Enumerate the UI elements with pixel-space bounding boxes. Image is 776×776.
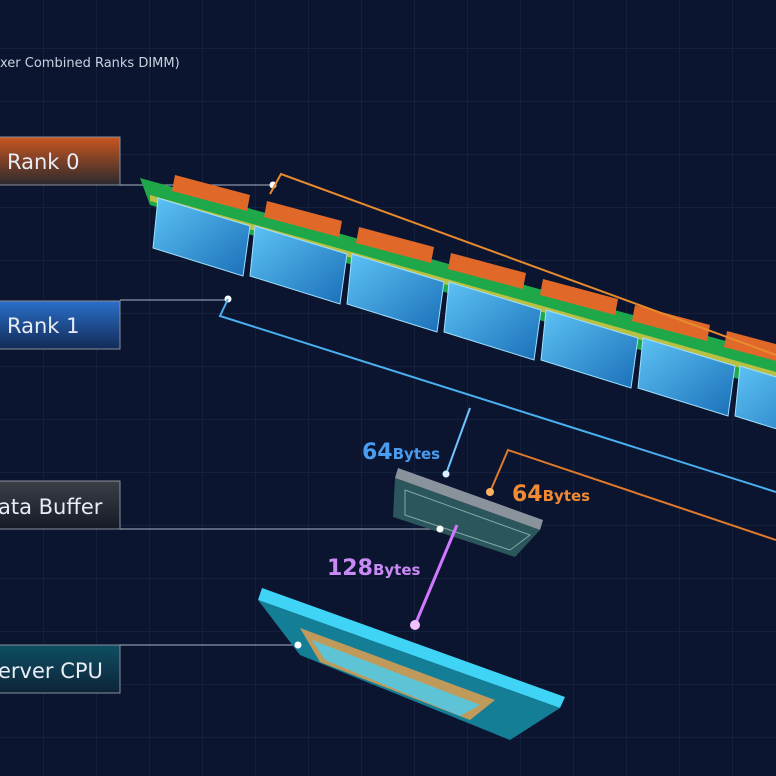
rank1-arrowhead (442, 470, 450, 478)
rank0-label: Rank 0 (7, 150, 80, 174)
rank1-path (218, 298, 776, 493)
rank1-chip (152, 197, 251, 277)
rank1-chip (734, 365, 776, 430)
cpu-label: erver CPU (0, 659, 103, 683)
rank0-chip (356, 227, 434, 263)
buffer-label-box: ata Buffer (0, 480, 121, 530)
dimm-module (140, 175, 776, 430)
rank0-transfer-label: 64Bytes (512, 482, 590, 507)
rank1-chip (540, 309, 639, 389)
buffer-dot (436, 525, 444, 533)
rank0-chip (540, 279, 618, 315)
cpu-transfer-arrow (413, 524, 459, 626)
rank1-transfer-label: 64Bytes (362, 440, 440, 465)
rank1-transfer-arrow (445, 407, 471, 475)
server-cpu-chip (258, 588, 565, 740)
rank0-transfer-arrow (489, 448, 776, 541)
rank0-chip (172, 175, 250, 211)
rank1-chip (249, 225, 348, 305)
diagram-title: xer Combined Ranks DIMM) (0, 56, 180, 71)
rank0-chip (632, 305, 710, 341)
cpu-transfer-label: 128Bytes (327, 556, 420, 581)
cpu-arrowhead (410, 620, 420, 630)
rank0-label-box: Rank 0 (0, 136, 121, 186)
rank0-path (269, 172, 776, 356)
buffer-label: ata Buffer (0, 495, 103, 519)
cpu-label-box: erver CPU (0, 644, 121, 694)
cpu-dot (294, 641, 302, 649)
rank1-chip (443, 281, 542, 361)
rank1-label: Rank 1 (7, 314, 80, 338)
data-buffer-chip (393, 468, 543, 557)
rank1-label-box: Rank 1 (0, 300, 121, 350)
rank0-arrowhead (486, 488, 494, 496)
rank1-chip (637, 337, 736, 417)
rank1-chip (346, 253, 445, 333)
rank0-chip (448, 253, 526, 289)
rank0-chip (264, 201, 342, 237)
